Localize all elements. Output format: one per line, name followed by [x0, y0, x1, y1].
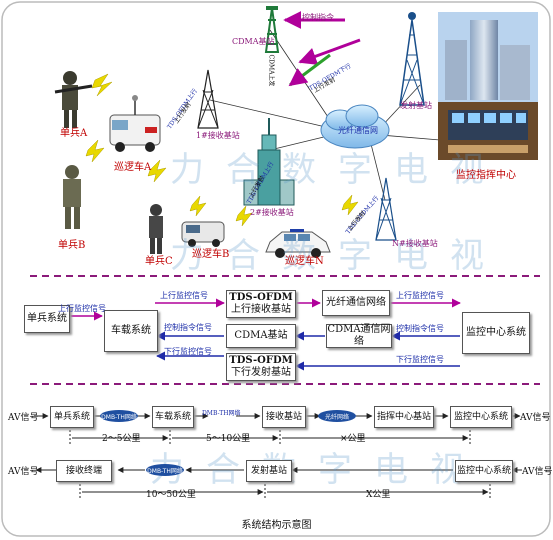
- label-car-b: 巡逻车B: [192, 249, 230, 260]
- label-soldier-b: 单兵B: [58, 240, 86, 251]
- box-cdma-station: CDMA基站: [226, 324, 296, 348]
- box-chain-center-2: 监控中心系统: [455, 460, 513, 482]
- watermark-top-2: 力合数字电视: [170, 236, 506, 276]
- rx-tower-1-icon: [197, 69, 219, 129]
- box-chain-soldier: 单兵系统: [50, 406, 94, 428]
- box-chain-command-station: 指挥中心基站: [374, 406, 434, 428]
- label-rx-station-1: 1#接收基站: [196, 131, 240, 140]
- box-chain-center: 监控中心系统: [450, 406, 512, 428]
- ellipse-dmb-1: DMB-TH网络: [100, 410, 138, 422]
- label-av-out: AV信号: [520, 413, 551, 423]
- box-cdma-network: CDMA通信网络: [326, 324, 392, 348]
- box-center-system: 监控中心系统: [462, 312, 530, 354]
- label-ctrl-signal-2: 控制指令信号: [396, 324, 444, 333]
- label-dist-1: 2～5公里: [102, 434, 141, 444]
- label-control-cmd: 控制指令: [302, 13, 334, 22]
- label-down-signal-2: 下行监控信号: [396, 355, 444, 364]
- cdma-arrow: [298, 38, 361, 65]
- label-up-signal-1: 上行监控信号: [58, 304, 106, 313]
- label-cdma-station: CDMA基站: [232, 37, 275, 46]
- box-chain-rx-terminal: 接收终端: [56, 460, 112, 482]
- label-av-out-2: AV信号: [8, 467, 39, 477]
- rx-tower-n-icon: [375, 177, 397, 241]
- ellipse-dmb-3: DMB-TH网络: [146, 464, 184, 476]
- label-tx-station: 发射基站: [400, 101, 432, 110]
- label-up-signal-2: 上行监控信号: [160, 291, 208, 300]
- watermark-bottom: 力合数字电视: [150, 450, 486, 490]
- car-n-icon: [265, 229, 331, 258]
- ellipse-fiber: 光纤网络: [318, 410, 356, 422]
- fiber-cloud-icon: [320, 104, 390, 149]
- label-soldier-c: 单兵C: [145, 256, 173, 267]
- label-av-in: AV信号: [8, 413, 39, 423]
- rx-station-2-icon: [243, 118, 295, 206]
- box-chain-rx-station: 接收基站: [262, 406, 306, 428]
- label-soldier-a: 单兵A: [60, 128, 88, 139]
- label-rx-station-n: N#接收基站: [392, 239, 438, 248]
- label-dmb-2: DMB-TH网络: [202, 410, 241, 417]
- label-car-n: 巡逻车N: [285, 256, 324, 267]
- soldier-b-icon: [63, 165, 81, 229]
- box-chain-vehicle: 车载系统: [152, 406, 194, 428]
- label-center: 监控指挥中心: [456, 170, 516, 181]
- soldier-a-icon: [54, 71, 93, 128]
- label-cdma-uplink: CDMA上发: [267, 54, 275, 87]
- lightning-icons: [85, 73, 359, 227]
- box-chain-tx-station: 发射基站: [246, 460, 292, 482]
- box-vehicle-system: 车载系统: [104, 310, 158, 352]
- label-fiber-net: 光纤通信网: [338, 126, 378, 135]
- flow-arrows: [68, 298, 461, 371]
- broadcast-tower-icon: [399, 12, 425, 106]
- label-dist-4: 10～50公里: [146, 490, 196, 500]
- center-building-icon: [438, 12, 538, 160]
- label-car-a: 巡逻车A: [114, 162, 152, 173]
- car-b-icon: [181, 221, 225, 247]
- label-dist-5: X公里: [366, 490, 391, 500]
- soldier-c-icon: [149, 204, 163, 254]
- box-soldier-system: 单兵系统: [24, 305, 70, 333]
- cdma-tower-icon: [264, 6, 280, 53]
- label-up-signal-3: 上行监控信号: [396, 291, 444, 300]
- label-dist-3: ×公里: [340, 434, 366, 444]
- label-av-in-2: AV信号: [522, 467, 553, 477]
- cdma-uplink-arrow: [288, 53, 331, 87]
- chain-arrows: [34, 413, 522, 498]
- box-fiber-network: 光纤通信网络: [322, 290, 390, 316]
- diagram-caption: 系统结构示意图: [241, 520, 312, 531]
- label-rx-station-2: 2#接收基站: [250, 208, 294, 217]
- label-ctrl-signal-1: 控制指令信号: [164, 323, 212, 332]
- car-a-icon: [109, 95, 161, 152]
- label-down-signal-1: 下行监控信号: [164, 347, 212, 356]
- label-dist-2: 5～10公里: [206, 434, 251, 444]
- watermark-top: 力合数字电视: [170, 150, 506, 190]
